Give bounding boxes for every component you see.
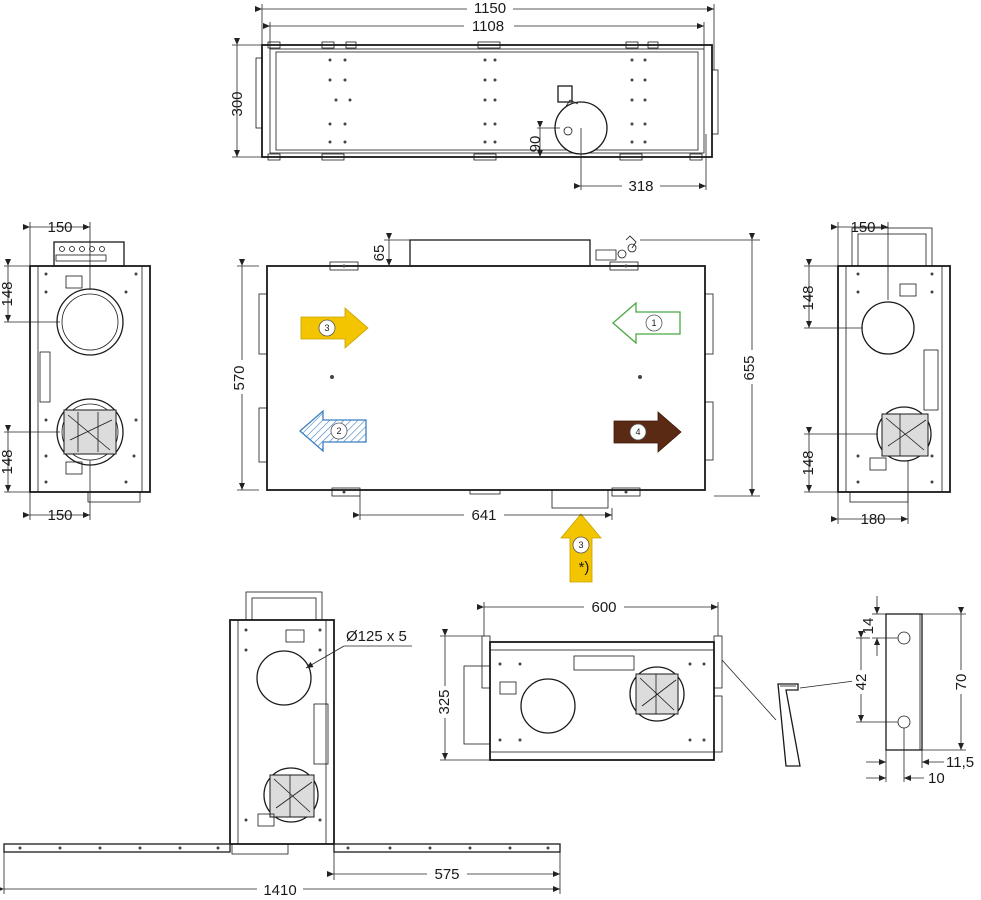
dim-mount-total-width: 1410 (263, 882, 296, 899)
dim-front-bottom-width: 641 (471, 507, 496, 524)
exhaust-arrow-label: 4 (635, 427, 640, 437)
top-view: 1150 1108 300 90 318 (229, 0, 719, 195)
dim-front-spigot-height: 65 (371, 245, 388, 262)
dim-left-upper-offset: 148 (0, 281, 16, 306)
dim-mount-rail-width: 575 (434, 866, 459, 883)
wall-mount-view: Ø125 x 5 575 1410 (0, 591, 561, 899)
bottom-supply-arrow-label: 3 (578, 540, 583, 550)
dim-top-total-width: 1150 (474, 0, 506, 17)
exhaust-arrow (613, 411, 682, 453)
dim-left-lower-offset: 148 (0, 449, 16, 474)
dim-top-inner-width: 1108 (472, 18, 504, 35)
dim-top-spigot-offset: 90 (527, 136, 544, 153)
dim-left-bottom-width: 150 (47, 507, 72, 524)
dim-top-spigot-from-right: 318 (628, 178, 653, 195)
dim-front-total-height: 655 (741, 355, 758, 380)
dim-right-lower-offset: 148 (800, 450, 817, 475)
dim-right-bottom-width: 180 (860, 511, 885, 528)
bracket-detail: 14 42 70 11,5 10 (777, 596, 974, 787)
dim-bracket-height: 70 (953, 674, 970, 691)
ceiling-view: 600 325 (436, 599, 777, 761)
bottom-supply-note: *) (579, 559, 590, 576)
dim-front-height: 570 (231, 365, 248, 390)
dim-top-height: 300 (229, 91, 246, 116)
dim-bracket-hole-spacing: 42 (853, 674, 870, 691)
dim-bracket-hole-top: 14 (860, 618, 877, 635)
dim-bracket-offset-a: 11,5 (946, 754, 974, 771)
dim-ceiling-width: 600 (591, 599, 616, 616)
dim-right-upper-offset: 148 (800, 285, 817, 310)
extract-arrow-label: 2 (336, 426, 341, 436)
outdoor-arrow-label: 1 (651, 318, 656, 328)
left-side-view: 150 148 148 150 (0, 219, 151, 524)
dim-left-spigot-width: 150 (47, 219, 72, 236)
front-view: 3 1 2 4 3 *) 65 570 655 (228, 233, 764, 583)
supply-arrow-label: 3 (324, 323, 329, 333)
dim-duct-diameter: Ø125 x 5 (346, 628, 407, 645)
dim-right-spigot-width: 150 (850, 219, 875, 236)
right-side-view: 150 148 148 180 (800, 219, 951, 528)
dim-bracket-offset-b: 10 (928, 770, 945, 787)
dim-ceiling-height: 325 (436, 689, 453, 714)
